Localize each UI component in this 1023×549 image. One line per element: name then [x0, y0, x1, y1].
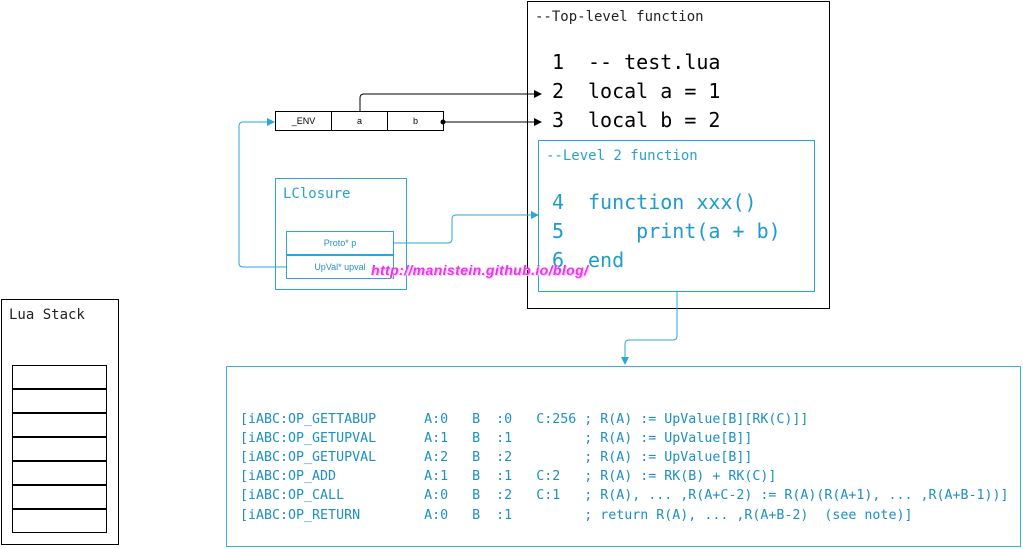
- bytecode-line: [iABC:OP_GETTABUP A:0 B :0 C:256 ; R(A) …: [240, 412, 809, 427]
- code-line-number: 4: [552, 190, 565, 214]
- top-level-function-title: --Top-level function: [535, 9, 704, 25]
- watermark-url: http://manistein.github.io/blog/: [371, 262, 589, 278]
- code-line-text: local a = 1: [588, 79, 721, 103]
- lua-stack-title: Lua Stack: [9, 307, 85, 323]
- code-line-number: 3: [552, 108, 565, 132]
- code-line-number: 1: [552, 50, 565, 74]
- code-line-text: end: [588, 248, 625, 272]
- bytecode-line: [iABC:OP_GETUPVAL A:2 B :2 ; R(A) := UpV…: [240, 450, 753, 465]
- code-line-number: 6: [552, 248, 565, 272]
- code-line-number: 5: [552, 219, 565, 243]
- code-line-text: function xxx(): [588, 190, 757, 214]
- bytecode-line: [iABC:OP_CALL A:0 B :2 C:1 ; R(A), ... ,…: [240, 488, 1009, 503]
- bytecode-line: [iABC:OP_ADD A:1 B :1 C:2 ; R(A) := RK(B…: [240, 469, 777, 484]
- proto-field: Proto* p: [286, 231, 394, 255]
- upvalue-array: _ENV a b: [275, 111, 444, 131]
- stack-slot: [12, 461, 107, 485]
- stack-slot: [12, 485, 107, 509]
- stack-slot: [12, 389, 107, 413]
- code-line-text: print(a + b): [588, 219, 781, 243]
- bytecode-line: [iABC:OP_RETURN A:0 B :1 ; return R(A), …: [240, 508, 913, 523]
- top-level-function-box: [527, 1, 830, 309]
- level-2-function-title: --Level 2 function: [546, 148, 698, 164]
- lua-stack-box: [1, 299, 119, 545]
- arrow-a-to-line-2: [359, 90, 542, 111]
- bytecode-line: [iABC:OP_GETUPVAL A:1 B :1 ; R(A) := UpV…: [240, 431, 753, 446]
- arrow-proto-to-level2: [394, 211, 539, 244]
- lclosure-title: LClosure: [283, 186, 351, 202]
- stack-slot: [12, 365, 107, 389]
- stack-slot: [12, 437, 107, 461]
- code-line-text: local b = 2: [588, 108, 721, 132]
- code-line-text: -- test.lua: [588, 50, 721, 74]
- upvalue-cell-b: b: [412, 116, 418, 126]
- stack-slot: [12, 509, 107, 533]
- bytecode-box: [226, 366, 1021, 547]
- upvalue-cell-a: a: [332, 112, 388, 130]
- upval-field: UpVal* upval: [286, 255, 394, 279]
- code-line-number: 2: [552, 79, 565, 103]
- upvalue-cell-env: _ENV: [276, 112, 332, 130]
- stack-slot: [12, 413, 107, 437]
